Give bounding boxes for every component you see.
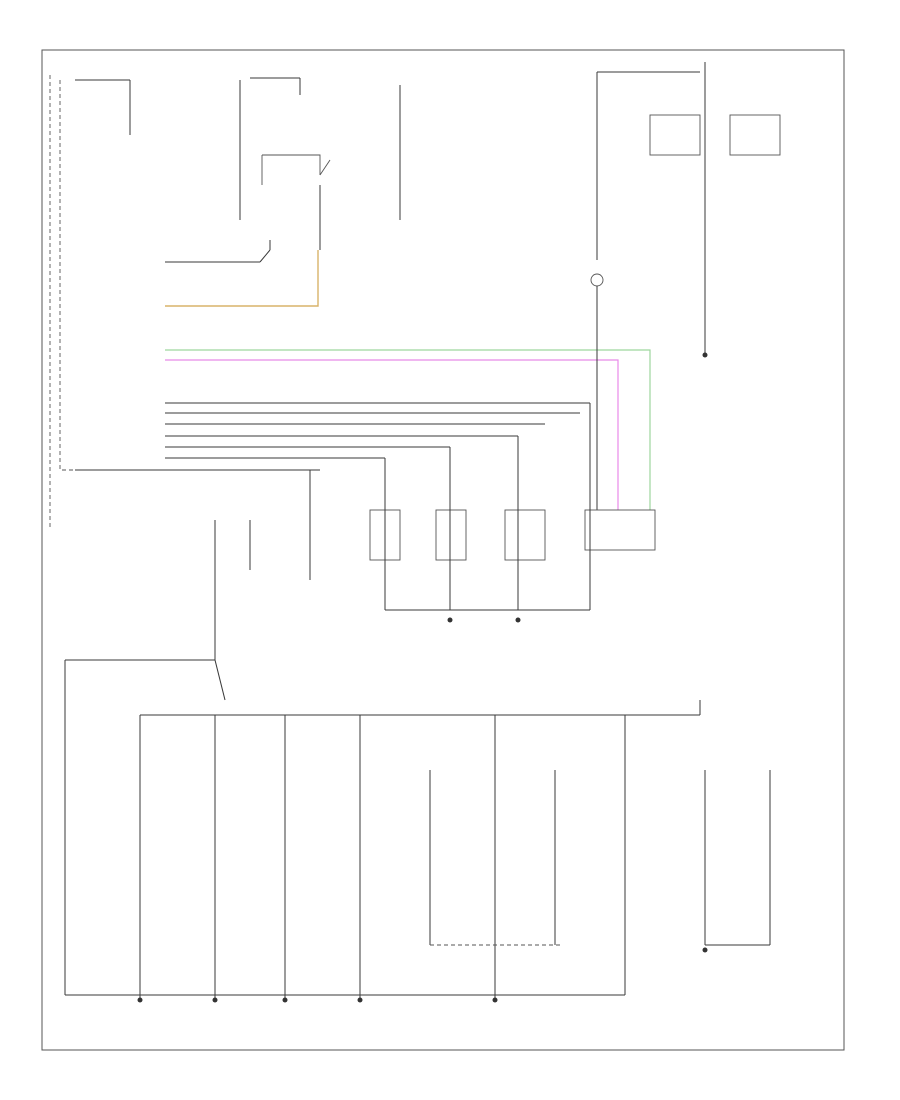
pink-wire (165, 359, 619, 510)
mid-components (249, 403, 656, 623)
tan-wire (165, 250, 319, 307)
left-fuse-block (49, 75, 131, 530)
lower-feed (64, 520, 701, 995)
diagram-border (41, 49, 845, 1051)
left-connectors (165, 240, 271, 263)
junction-block-top (239, 77, 401, 250)
bus-lines (75, 402, 590, 471)
green-wire (165, 349, 651, 510)
right-feed (590, 62, 781, 510)
lower-lamps (65, 715, 771, 1003)
